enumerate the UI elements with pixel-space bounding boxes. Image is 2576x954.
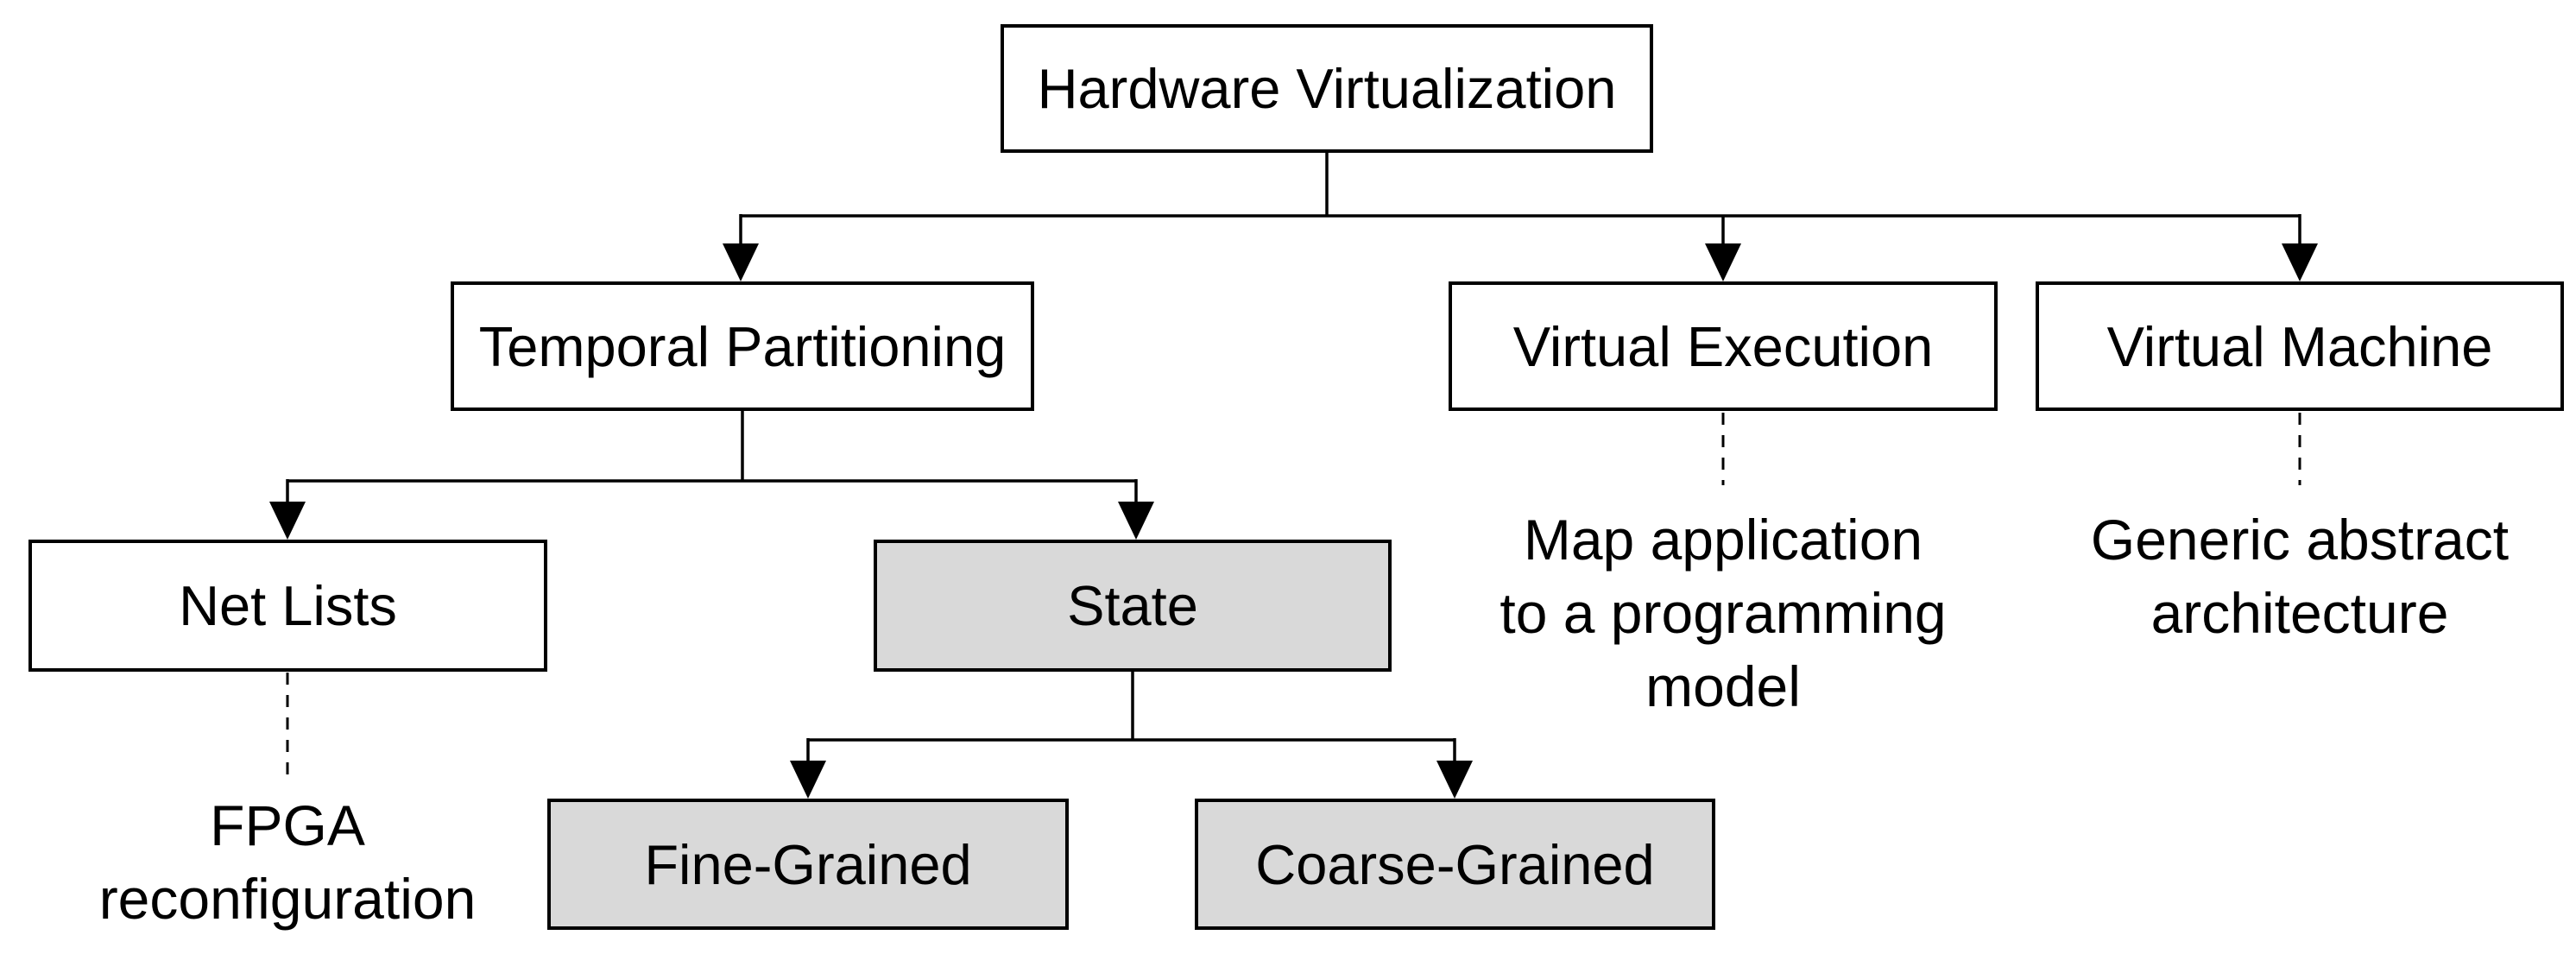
node-temporal-partitioning: Temporal Partitioning <box>451 281 1034 411</box>
dashed-annotation-connectors <box>286 413 2301 779</box>
arrowhead-down-icon <box>790 761 826 799</box>
node-virtual-machine: Virtual Machine <box>2036 281 2564 411</box>
annotation-line: architecture <box>2150 581 2449 645</box>
tree-connectors-level-2 <box>269 409 1154 540</box>
arrowhead-down-icon <box>1118 502 1154 540</box>
node-label: State <box>1067 574 1198 637</box>
connector-line <box>739 150 2301 247</box>
arrowhead-down-icon <box>2282 243 2318 281</box>
node-state: State <box>874 540 1392 672</box>
node-coarse-grained: Coarse-Grained <box>1195 799 1715 930</box>
arrowhead-down-icon <box>1436 761 1473 799</box>
annotation-generic-architecture: Generic abstract architecture <box>2015 503 2576 650</box>
node-label: Hardware Virtualization <box>1037 57 1617 120</box>
annotation-line: model <box>1645 654 1801 718</box>
node-label: Temporal Partitioning <box>478 314 1007 378</box>
tree-connectors-level-3 <box>790 669 1473 799</box>
annotation-line: reconfiguration <box>98 867 477 931</box>
annotation-line: Generic abstract <box>2090 508 2510 572</box>
arrowhead-down-icon <box>269 502 306 540</box>
node-label: Virtual Execution <box>1512 314 1934 378</box>
node-label: Virtual Machine <box>2106 314 2493 378</box>
node-label: Coarse-Grained <box>1255 832 1655 896</box>
node-net-lists: Net Lists <box>28 540 547 672</box>
node-fine-grained: Fine-Grained <box>547 799 1069 930</box>
node-label: Fine-Grained <box>644 832 972 896</box>
node-label: Net Lists <box>179 574 397 637</box>
tree-connectors-level-1 <box>723 150 2318 281</box>
annotation-map-application: Map application to a programming model <box>1421 503 2025 723</box>
arrowhead-down-icon <box>723 243 759 281</box>
annotation-line: to a programming <box>1500 581 1947 645</box>
node-hardware-virtualization: Hardware Virtualization <box>1001 24 1653 153</box>
annotation-line: FPGA <box>210 793 365 857</box>
connector-line <box>806 669 1456 764</box>
annotation-line: Map application <box>1523 508 1923 572</box>
node-virtual-execution: Virtual Execution <box>1449 281 1998 411</box>
annotation-fpga-reconfiguration: FPGA reconfiguration <box>28 789 546 936</box>
arrowhead-down-icon <box>1705 243 1741 281</box>
connector-line <box>286 409 1138 505</box>
